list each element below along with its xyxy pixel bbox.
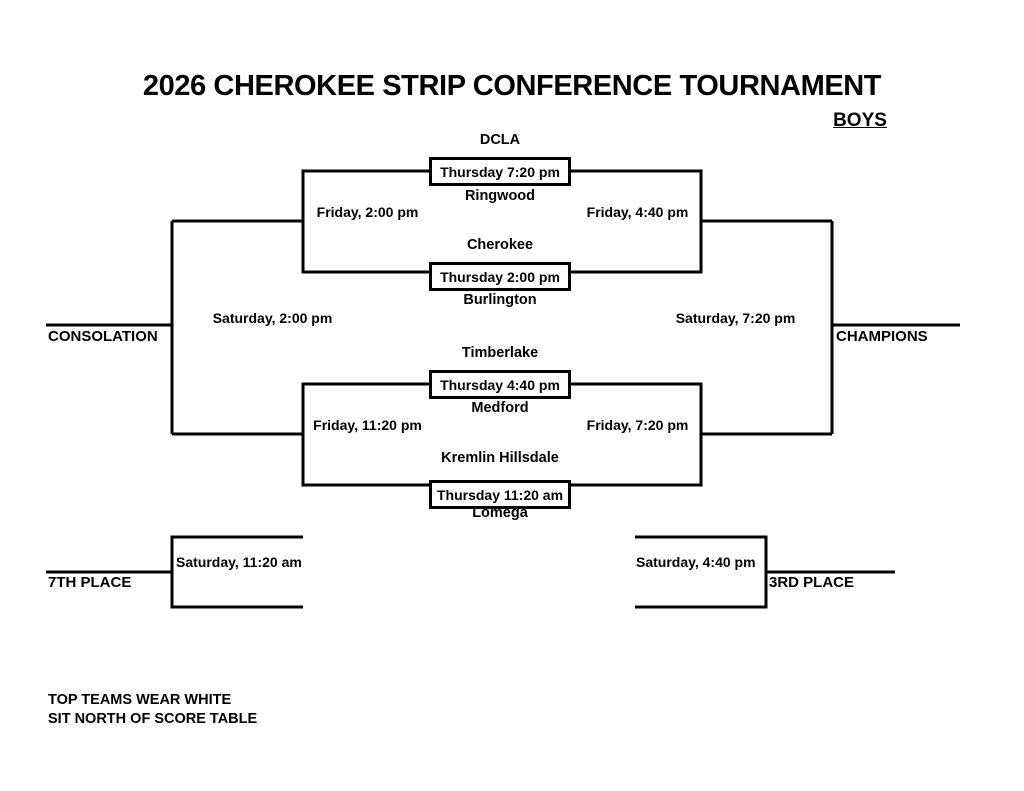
division-label: BOYS — [833, 110, 887, 131]
line-winners-semi-top — [571, 169, 703, 274]
seventh-place-label: 7TH PLACE — [48, 574, 132, 591]
footer-note: TOP TEAMS WEAR WHITE SIT NORTH OF SCORE … — [48, 692, 258, 727]
line-third-place-bracket — [635, 535, 768, 609]
team-name-qf2-bottom: Burlington — [463, 292, 537, 308]
game-box-qf2[interactable]: Thursday 2:00 pm — [429, 262, 571, 291]
consolation-label: CONSOLATION — [48, 328, 158, 345]
time-winners-semi-bottom: Friday, 7:20 pm — [586, 417, 689, 433]
team-name-qf1-top: DCLA — [479, 132, 521, 148]
time-consolation-final: Saturday, 2:00 pm — [212, 310, 333, 326]
game-box-qf4[interactable]: Thursday 11:20 am — [429, 480, 571, 509]
time-losers-semi-top: Friday, 2:00 pm — [316, 204, 419, 220]
team-name-qf3-top: Timberlake — [461, 345, 539, 361]
game-box-qf1[interactable]: Thursday 7:20 pm — [429, 157, 571, 186]
third-place-label: 3RD PLACE — [769, 574, 855, 591]
team-name-qf1-bottom: Ringwood — [464, 188, 536, 204]
team-name-qf3-bottom: Medford — [471, 400, 529, 416]
line-seventh-place-bracket — [170, 535, 303, 609]
time-winners-semi-top: Friday, 4:40 pm — [586, 204, 689, 220]
time-third-place: Saturday, 4:40 pm — [636, 554, 756, 570]
champions-label: CHAMPIONS — [836, 328, 928, 345]
team-name-qf2-top: Cherokee — [466, 237, 534, 253]
page-title: 2026 CHEROKEE STRIP CONFERENCE TOURNAMEN… — [142, 70, 882, 102]
team-name-qf4-top: Kremlin Hillsdale — [441, 450, 559, 466]
team-name-qf4-bottom: Lomega — [472, 505, 528, 521]
line-losers-semi-top — [301, 169, 429, 274]
time-seventh-place: Saturday, 11:20 am — [176, 554, 302, 570]
time-losers-semi-bottom: Friday, 11:20 pm — [313, 417, 422, 433]
time-championship-final: Saturday, 7:20 pm — [675, 310, 796, 326]
game-box-qf3[interactable]: Thursday 4:40 pm — [429, 370, 571, 399]
